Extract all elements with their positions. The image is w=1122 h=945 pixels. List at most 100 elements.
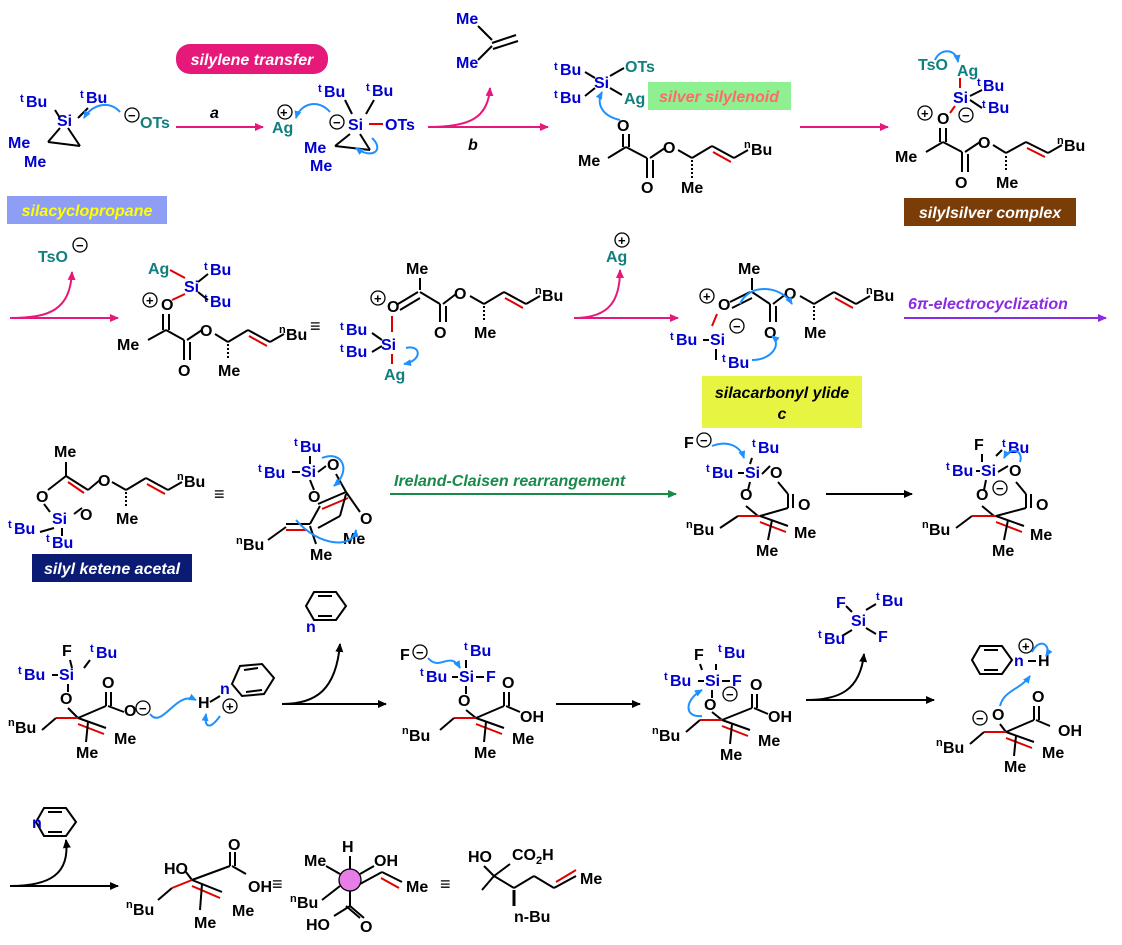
svg-text:t: t xyxy=(340,321,344,333)
svg-text:−: − xyxy=(76,238,84,253)
svg-text:Ag: Ag xyxy=(624,91,645,108)
svg-text:Bu: Bu xyxy=(1008,440,1029,457)
svg-text:Bu: Bu xyxy=(724,645,745,662)
svg-text:H: H xyxy=(342,839,354,856)
electrocyclization-arrow: 6π-electrocyclization xyxy=(904,296,1107,322)
svg-text:t: t xyxy=(1002,438,1006,450)
svg-text:t: t xyxy=(977,77,981,89)
svg-text:n: n xyxy=(32,815,42,832)
svg-text:silylsilver complex: silylsilver complex xyxy=(919,205,1062,222)
silylene-transfer-label: silylene transfer xyxy=(176,44,328,74)
svg-text:Ag: Ag xyxy=(606,249,627,266)
svg-text:Bu: Bu xyxy=(560,62,581,79)
svg-text:Me: Me xyxy=(117,337,139,354)
svg-text:t: t xyxy=(946,461,950,473)
svg-text:Ag: Ag xyxy=(148,261,169,278)
svg-text:O: O xyxy=(1032,689,1044,706)
svg-text:n: n xyxy=(652,725,659,737)
svg-text:Me: Me xyxy=(1004,759,1026,776)
fluoride-attack-silyl-acid: F − t Bu t Bu Si F O O OH n Bu Me Me xyxy=(400,641,544,762)
svg-text:t: t xyxy=(420,667,424,679)
svg-text:Si: Si xyxy=(953,90,968,107)
hydroxy-acid-product: HO O OH n Bu Me Me xyxy=(126,837,272,932)
svg-text:O: O xyxy=(458,693,470,710)
svg-text:O: O xyxy=(124,703,136,720)
difluorosilicate: F t Bu t Bu Si F − O O OH n Bu Me Me xyxy=(652,643,792,764)
svg-text:Bu: Bu xyxy=(426,669,447,686)
svg-text:O: O xyxy=(60,691,72,708)
svg-text:n: n xyxy=(1057,135,1064,147)
svg-text:CO2H: CO2H xyxy=(512,847,554,867)
svg-text:n: n xyxy=(8,717,15,729)
svg-text:Me: Me xyxy=(456,55,478,72)
svg-text:Ireland-Claisen rearrangement: Ireland-Claisen rearrangement xyxy=(394,473,626,490)
svg-text:n: n xyxy=(936,737,943,749)
svg-text:OTs: OTs xyxy=(140,115,170,132)
svg-text:O: O xyxy=(360,511,372,528)
svg-text:Me: Me xyxy=(1042,745,1064,762)
svg-text:O: O xyxy=(98,473,110,490)
svg-text:t: t xyxy=(982,99,986,111)
svg-text:Bu: Bu xyxy=(184,474,205,491)
svg-text:Bu: Bu xyxy=(1064,138,1085,155)
svg-text:Si: Si xyxy=(381,337,396,354)
svg-text:Bu: Bu xyxy=(346,322,367,339)
svg-text:t: t xyxy=(670,331,674,343)
svg-text:Si: Si xyxy=(184,279,199,296)
svg-text:Bu: Bu xyxy=(409,728,430,745)
svg-text:Me: Me xyxy=(24,154,46,171)
chair-transition-state: t Bu t Bu Si O O O Me n Bu Me xyxy=(236,437,372,564)
svg-text:Bu: Bu xyxy=(943,740,964,757)
oxonium-silver-complex: Ag Si t Bu t Bu + O Me O O Me n Bu xyxy=(117,261,307,380)
step-b-label: b xyxy=(468,137,478,154)
svg-text:O: O xyxy=(454,286,466,303)
svg-text:O: O xyxy=(327,457,339,474)
svg-text:−: − xyxy=(416,645,424,660)
svg-text:Bu: Bu xyxy=(983,78,1004,95)
svg-text:Ag: Ag xyxy=(957,63,978,80)
svg-text:Me: Me xyxy=(194,915,216,932)
svg-text:O: O xyxy=(798,497,810,514)
svg-text:Me: Me xyxy=(1030,527,1052,544)
svg-text:silylene transfer: silylene transfer xyxy=(191,52,315,69)
svg-text:O: O xyxy=(502,675,514,692)
svg-text:t: t xyxy=(258,463,262,475)
svg-text:O: O xyxy=(976,487,988,504)
svg-text:O: O xyxy=(718,297,730,314)
svg-text:O: O xyxy=(228,837,240,854)
svg-text:Me: Me xyxy=(756,543,778,560)
svg-text:Me: Me xyxy=(804,325,826,342)
svg-text:Bu: Bu xyxy=(542,288,563,305)
svg-text:F: F xyxy=(974,437,984,454)
svg-text:Me: Me xyxy=(758,733,780,750)
svg-text:Me: Me xyxy=(580,871,602,888)
svg-text:Me: Me xyxy=(720,747,742,764)
svg-text:Bu: Bu xyxy=(96,645,117,662)
projection-product: H Me OH n Bu Me HO O xyxy=(290,839,428,936)
svg-text:Ag: Ag xyxy=(384,367,405,384)
svg-text:Me: Me xyxy=(406,261,428,278)
svg-text:OTs: OTs xyxy=(625,59,655,76)
svg-text:O: O xyxy=(200,323,212,340)
svg-text:Bu: Bu xyxy=(15,720,36,737)
svg-text:n-Bu: n-Bu xyxy=(514,909,550,926)
ag-silicate-intermediate: + Ag t Bu t Bu − Si OTs Me Me xyxy=(272,82,415,175)
svg-text:O: O xyxy=(308,489,320,506)
svg-text:t: t xyxy=(554,89,558,101)
svg-text:O: O xyxy=(740,487,752,504)
svg-text:t: t xyxy=(366,82,370,94)
svg-text:F: F xyxy=(732,673,742,690)
svg-text:TsO: TsO xyxy=(918,57,948,74)
svg-text:+: + xyxy=(374,291,382,306)
svg-text:F: F xyxy=(836,595,846,612)
svg-text:Me: Me xyxy=(304,140,326,157)
svg-text:−: − xyxy=(700,433,708,448)
silyl-ketene-acetal-label: silyl ketene acetal xyxy=(32,554,192,582)
svg-text:O: O xyxy=(992,707,1004,724)
equiv-sign-3: ≡ xyxy=(272,874,283,894)
svg-text:n: n xyxy=(279,324,286,336)
svg-text:Me: Me xyxy=(406,879,428,896)
svg-text:Me: Me xyxy=(310,158,332,175)
pentacoordinate-silicate: F t Bu t Bu Si O − O O n Bu Me Me xyxy=(922,437,1052,560)
